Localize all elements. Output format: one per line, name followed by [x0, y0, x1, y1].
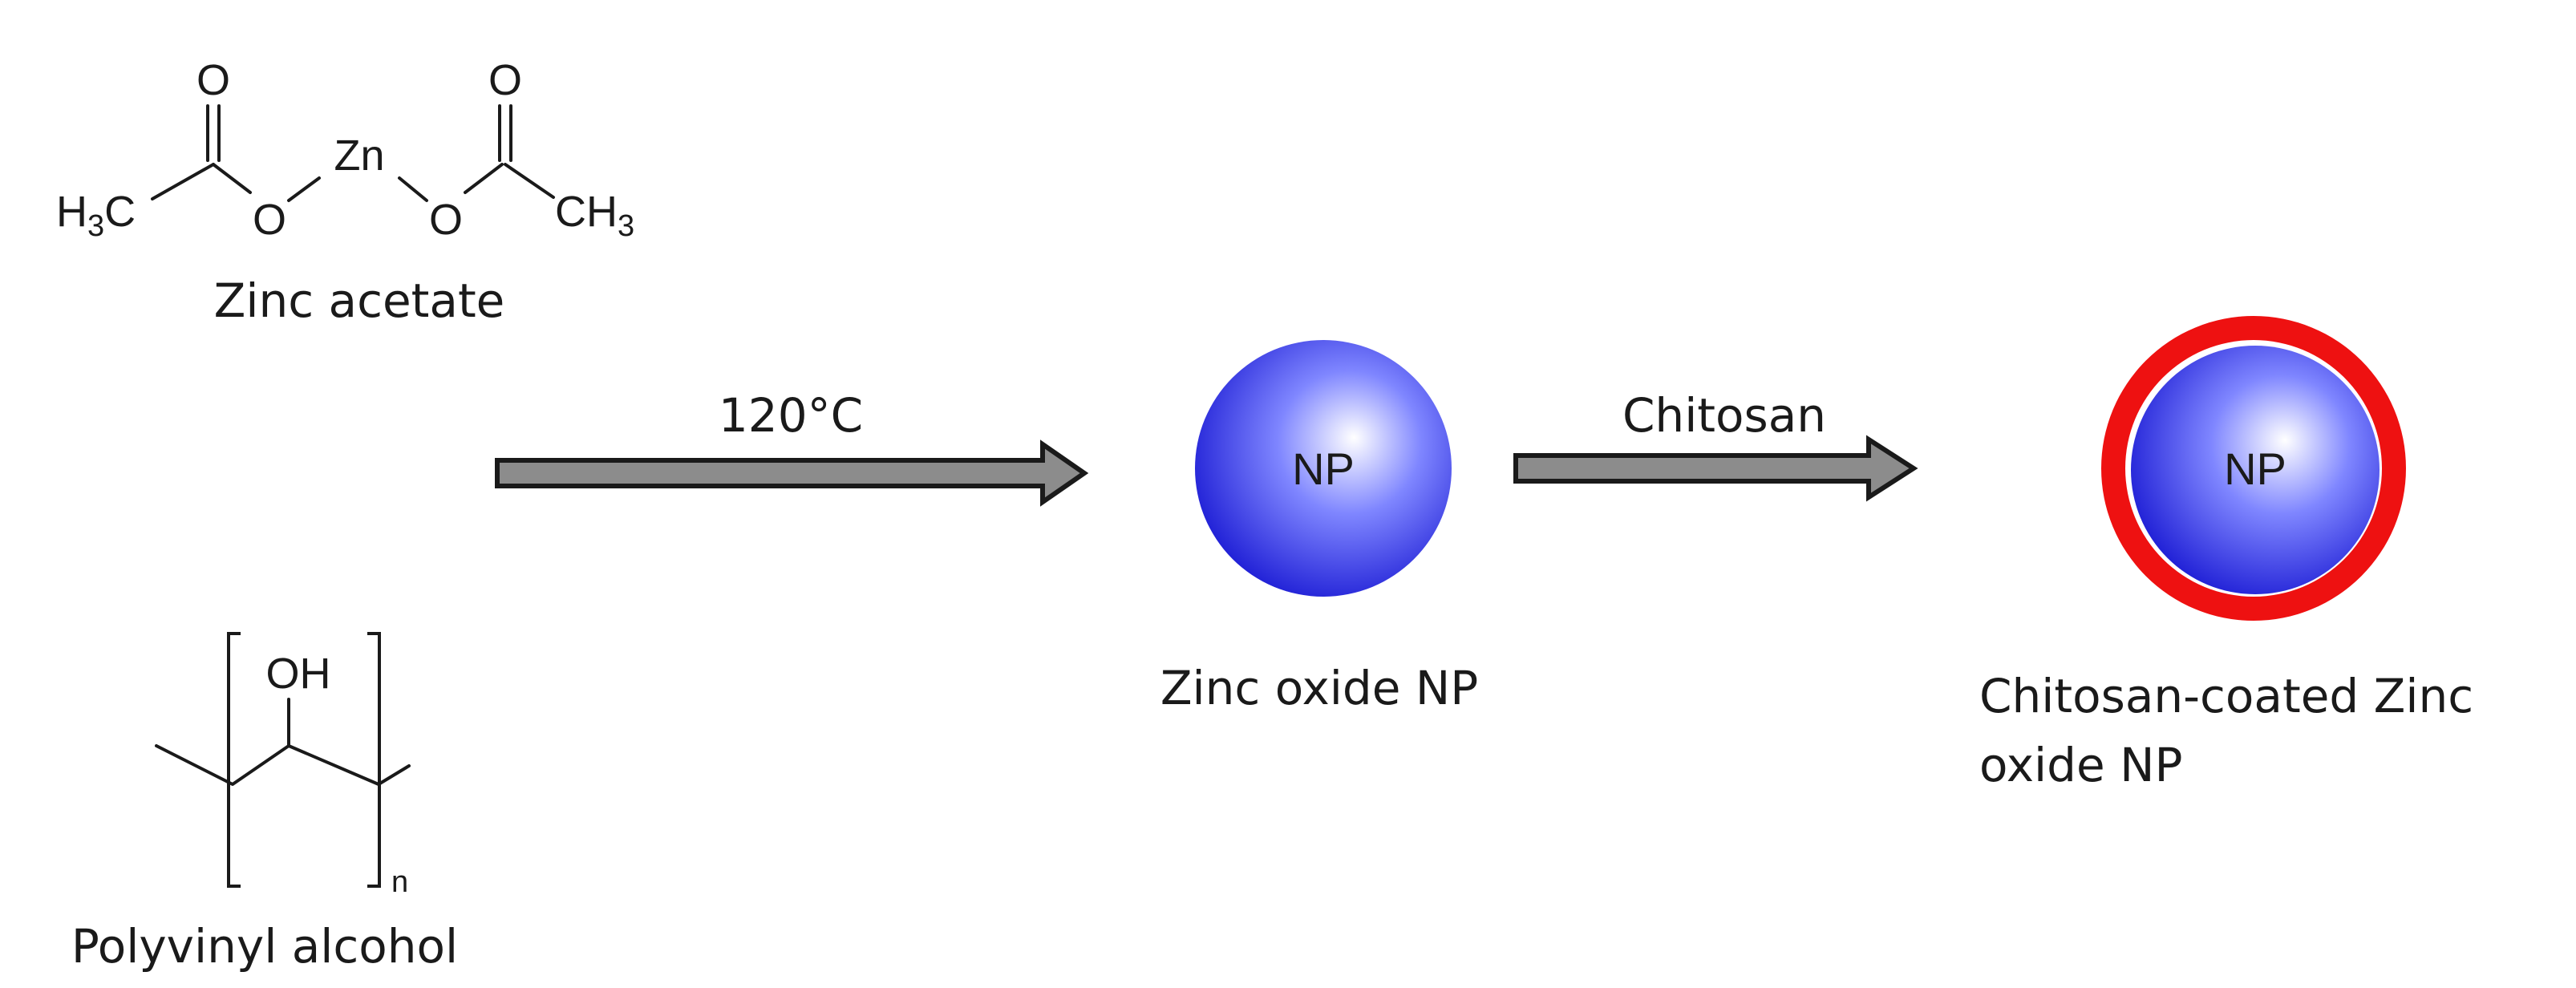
atom-ester-oxygen-right: O: [429, 196, 463, 244]
bond-carbon-methyl-right: [504, 163, 555, 199]
atom-ester-oxygen-left: O: [253, 196, 286, 244]
zinc-acetate-structure: O H3C O Zn O O CH3: [56, 56, 634, 244]
polyvinyl-alcohol-caption: Polyvinyl alcohol: [71, 919, 458, 974]
hydroxyl-group: OH: [266, 650, 331, 698]
np-core-label-1: NP: [1292, 443, 1355, 494]
bracket-right: [367, 632, 381, 888]
atom-methyl-right: CH3: [555, 188, 634, 243]
polymer-backbone: [155, 744, 411, 786]
np-core-label-2: NP: [2224, 443, 2286, 494]
coated-np-caption-line1: Chitosan-coated Zinc: [1979, 669, 2473, 723]
atom-carbonyl-oxygen-left: O: [196, 56, 230, 104]
repeat-unit-n: n: [391, 865, 408, 899]
step1-condition-label: 120°C: [719, 388, 863, 443]
polyvinyl-alcohol-structure: OH n: [155, 632, 411, 899]
bracket-left: [227, 632, 241, 888]
bond-zinc-oxygen-right: [398, 176, 428, 202]
reaction-arrow-1: [495, 439, 1089, 507]
atom-carbonyl-oxygen-right: O: [488, 56, 522, 104]
bond-oxygen-zinc-left: [287, 176, 321, 202]
atom-methyl-left: H3C: [56, 188, 136, 243]
zinc-oxide-nanoparticle: [1195, 340, 1452, 597]
atom-zinc: Zn: [334, 132, 384, 180]
coated-np-caption-line2: oxide NP: [1979, 738, 2182, 792]
reaction-arrow-2: [1513, 435, 1918, 502]
bond-carbon-oxygen-left: [212, 163, 252, 194]
zinc-oxide-np-caption: Zinc oxide NP: [1160, 661, 1478, 715]
bond-methyl-carbon-left: [151, 163, 215, 200]
step2-condition-label: Chitosan: [1622, 388, 1826, 443]
zinc-acetate-caption: Zinc acetate: [214, 273, 505, 328]
bond-oxygen-carbon-right: [464, 163, 504, 194]
coated-nanoparticle-core: [2131, 346, 2380, 594]
